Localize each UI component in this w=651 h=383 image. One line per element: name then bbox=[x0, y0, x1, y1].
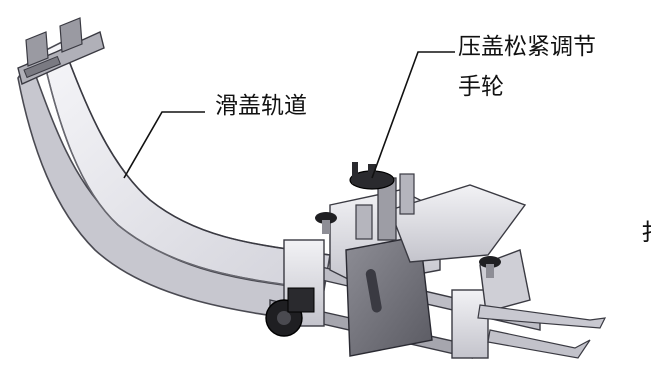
adjust-knob-label-line2: 手轮 bbox=[458, 74, 504, 100]
leader-line-rail bbox=[123, 111, 205, 179]
leader-lines bbox=[123, 51, 455, 179]
adjust-knob-label-line1: 压盖松紧调节 bbox=[458, 34, 596, 60]
handwheel-assembly bbox=[315, 162, 501, 278]
edge-text-fragment: 扌 bbox=[641, 222, 651, 245]
machine-frame bbox=[265, 184, 607, 359]
slide-rail bbox=[17, 17, 331, 323]
leader-line-knob bbox=[371, 51, 455, 179]
slide-rail-label: 滑盖轨道 bbox=[215, 93, 307, 119]
